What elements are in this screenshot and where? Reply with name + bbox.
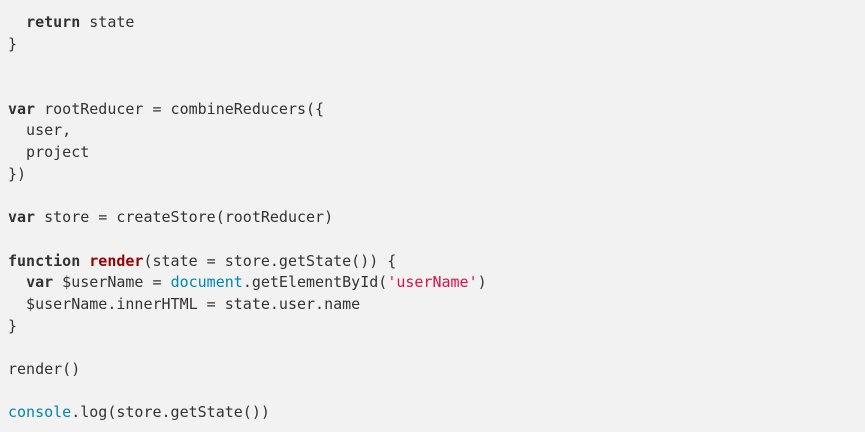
code-token bbox=[80, 252, 89, 270]
code-line bbox=[8, 381, 487, 403]
code-token: state bbox=[80, 13, 135, 31]
code-token: project bbox=[8, 143, 90, 162]
code-token-str: 'userName' bbox=[387, 273, 478, 292]
code-token-bi: console bbox=[8, 403, 72, 422]
code-block: return state} var rootReducer = combineRe… bbox=[8, 12, 487, 424]
code-line: var $userName = document.getElementById(… bbox=[8, 272, 487, 294]
code-token: (state = store.getState()) { bbox=[143, 251, 397, 270]
code-token: store = createStore(rootReducer) bbox=[35, 208, 334, 227]
code-token: }) bbox=[8, 164, 27, 183]
code-line bbox=[8, 77, 487, 99]
code-line bbox=[8, 229, 487, 251]
code-line: project bbox=[8, 142, 487, 164]
code-token: $userName = bbox=[53, 273, 171, 292]
code-token-kw: var bbox=[8, 208, 36, 227]
code-token: ) bbox=[477, 273, 487, 292]
code-line: console.log(store.getState()) bbox=[8, 402, 487, 424]
code-token-kw: var bbox=[26, 273, 54, 292]
code-line: return state bbox=[8, 12, 487, 34]
code-line: user, bbox=[8, 120, 487, 142]
code-token-kw: function bbox=[8, 251, 81, 270]
code-token-kw: var bbox=[8, 99, 36, 118]
code-line bbox=[8, 55, 487, 77]
code-token-fn: render bbox=[89, 251, 144, 270]
code-token bbox=[8, 273, 26, 291]
code-line: var store = createStore(rootReducer) bbox=[8, 207, 487, 229]
code-line: function render(state = store.getState()… bbox=[8, 251, 487, 273]
code-token-kw: return bbox=[26, 13, 81, 31]
code-token: $userName.innerHTML = state.user.name bbox=[8, 294, 361, 313]
code-line: var rootReducer = combineReducers({ bbox=[8, 99, 487, 121]
code-token: rootReducer = combineReducers({ bbox=[35, 99, 325, 118]
code-line bbox=[8, 186, 487, 208]
code-line: }) bbox=[8, 164, 487, 186]
code-token: render() bbox=[8, 360, 81, 378]
code-token: .getElementById( bbox=[242, 273, 388, 292]
code-line: render() bbox=[8, 359, 487, 381]
code-token: } bbox=[8, 34, 18, 53]
code-token bbox=[8, 13, 26, 31]
code-line: $userName.innerHTML = state.user.name bbox=[8, 294, 487, 316]
code-line bbox=[8, 337, 487, 359]
code-token-bi: document bbox=[170, 273, 243, 292]
code-token: user, bbox=[8, 121, 72, 140]
code-token: } bbox=[8, 316, 18, 335]
code-token: .log(store.getState()) bbox=[71, 403, 270, 422]
code-line: } bbox=[8, 34, 487, 56]
code-line: } bbox=[8, 316, 487, 338]
